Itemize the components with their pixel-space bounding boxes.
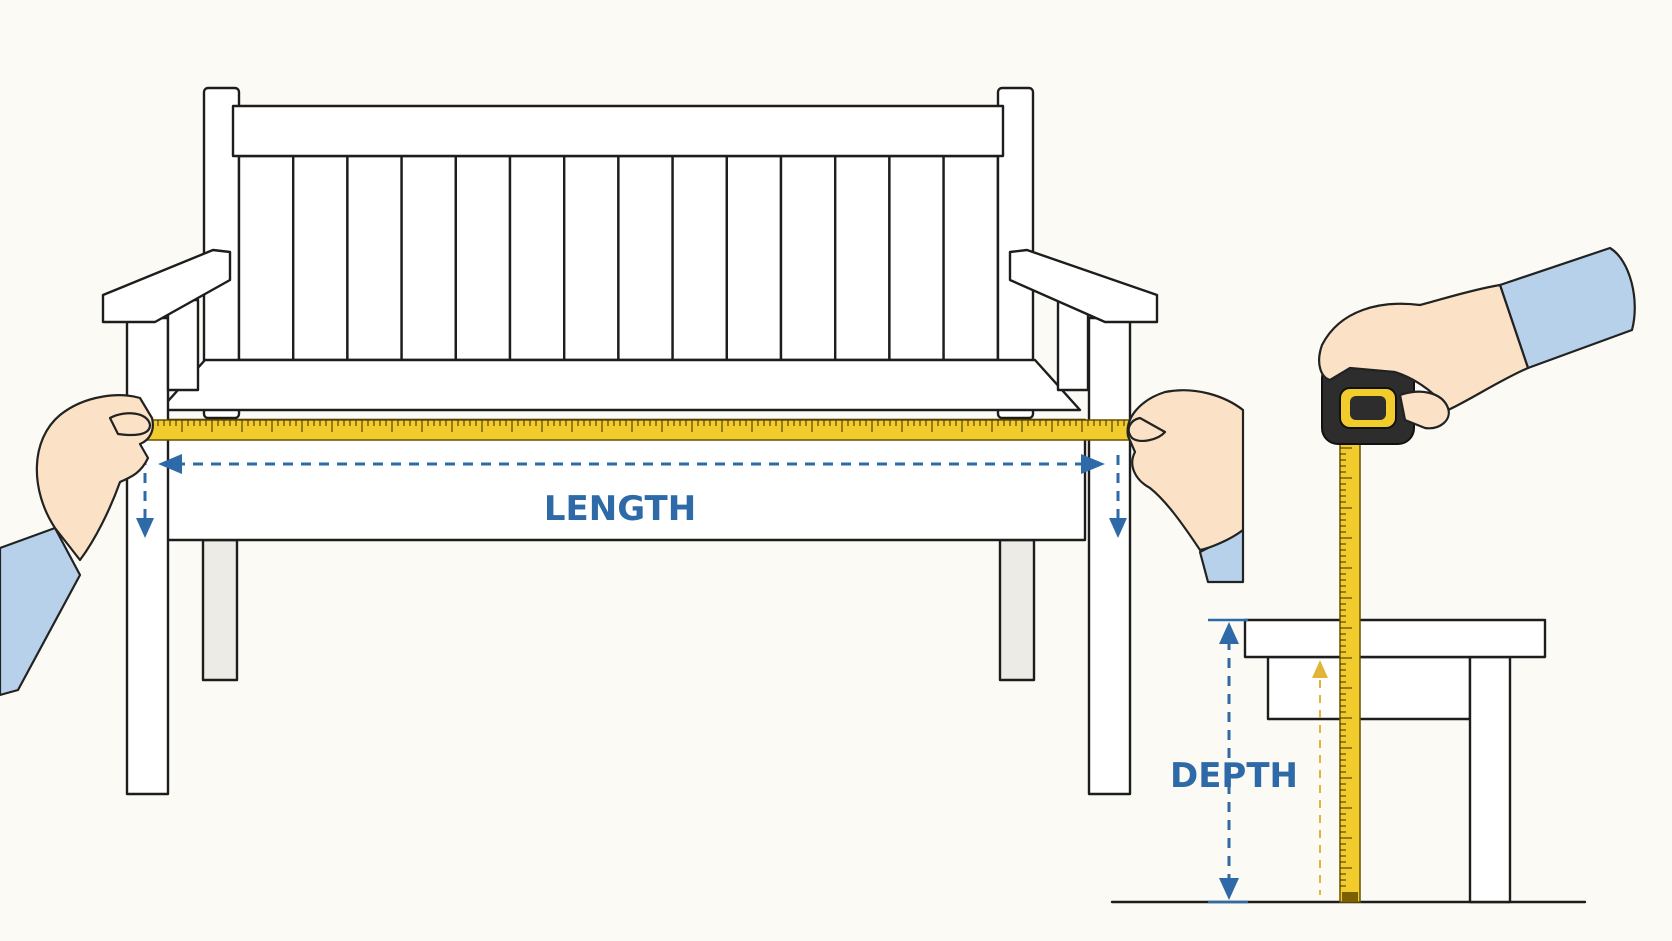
tape-measure-case-icon bbox=[1321, 361, 1415, 445]
dimension-arrow-icon bbox=[1109, 518, 1127, 538]
dimension-arrow-icon bbox=[1312, 660, 1328, 678]
bench-illustration bbox=[101, 86, 1159, 796]
hand-right bbox=[1126, 389, 1245, 584]
bench-slat bbox=[834, 154, 891, 362]
hand-top-sleeve bbox=[1498, 246, 1636, 370]
hand-icon bbox=[1318, 283, 1530, 412]
bench-slat bbox=[454, 154, 512, 362]
bench-back-slats bbox=[237, 154, 999, 362]
bench-slat bbox=[508, 154, 566, 362]
bench-slat bbox=[400, 154, 458, 362]
bench-slat bbox=[725, 154, 783, 362]
side-apron bbox=[1266, 655, 1472, 721]
tape-ticks-horizontal bbox=[151, 420, 1125, 432]
length-label: LENGTH bbox=[544, 489, 696, 529]
bench-armrest-left bbox=[101, 248, 232, 324]
bench-side-view bbox=[1110, 618, 1587, 904]
bench-arm-support-right bbox=[1056, 298, 1090, 392]
dimension-arrow-icon bbox=[136, 518, 154, 538]
side-leg bbox=[1468, 655, 1512, 904]
measuring-tape-horizontal bbox=[147, 419, 1134, 441]
bench-rear-leg-right bbox=[998, 538, 1036, 682]
bench-slat bbox=[346, 154, 403, 362]
hand-right-thumb bbox=[1127, 416, 1167, 442]
dimension-arrow-icon bbox=[1081, 454, 1105, 474]
bench-slat bbox=[563, 154, 620, 362]
hand-top bbox=[1318, 246, 1636, 430]
depth-dimension: DEPTH bbox=[1170, 618, 1328, 904]
bench-slat bbox=[888, 154, 945, 362]
hand-top-fingers bbox=[1398, 390, 1450, 430]
hand-icon bbox=[35, 394, 154, 562]
dimension-arrow-icon bbox=[158, 454, 182, 474]
hand-left-thumb bbox=[108, 412, 152, 437]
hand-icon bbox=[1126, 389, 1245, 552]
bench-front-leg-right bbox=[1087, 316, 1132, 796]
bench-armrest-right bbox=[1008, 248, 1159, 324]
measuring-tape-icon bbox=[1339, 439, 1361, 903]
tape-hook bbox=[1342, 892, 1358, 902]
hand-left-sleeve bbox=[0, 526, 82, 697]
bench-front-leg-left bbox=[125, 316, 170, 796]
dimension-arrow-icon bbox=[1219, 878, 1239, 900]
bench-top-rail bbox=[231, 104, 1005, 158]
bench-slat bbox=[671, 154, 728, 362]
bench-slat bbox=[942, 154, 999, 362]
length-dimension: LENGTH bbox=[136, 454, 1127, 538]
tape-ticks-vertical bbox=[1340, 447, 1352, 887]
depth-label: DEPTH bbox=[1170, 756, 1298, 796]
side-seat-board bbox=[1243, 618, 1547, 659]
dimension-arrow-icon bbox=[1219, 622, 1239, 644]
bench-arm-support-left bbox=[166, 298, 200, 392]
bench-slat bbox=[779, 154, 837, 362]
bench-seat bbox=[158, 358, 1082, 412]
bench-slat bbox=[237, 154, 295, 362]
measuring-tape-vertical bbox=[1321, 361, 1415, 903]
bench-slat bbox=[292, 154, 349, 362]
hand-left bbox=[0, 394, 154, 697]
bench-slat bbox=[617, 154, 674, 362]
bench-rear-leg-left bbox=[201, 538, 239, 682]
